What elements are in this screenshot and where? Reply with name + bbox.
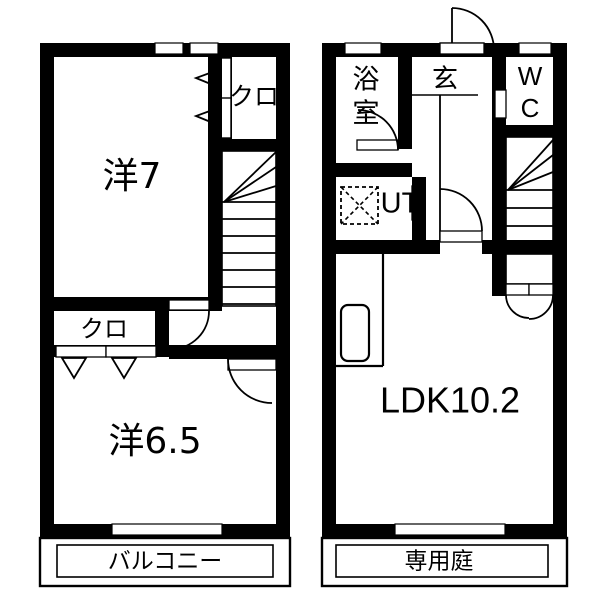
closet-upper-interior xyxy=(232,57,276,139)
upper-floor-plan: クロ 洋7 クロ xyxy=(38,42,292,588)
room-label-yo7: 洋7 xyxy=(103,156,162,197)
window-upper-top-left xyxy=(154,42,184,55)
genkan-label: 玄 xyxy=(432,65,458,95)
wc-label-line1: W xyxy=(518,61,543,91)
washing-machine-x1 xyxy=(340,186,379,225)
closet-lower-door-leaf-left[interactable] xyxy=(55,345,107,358)
stair-lower-winder-1 xyxy=(507,139,554,191)
stair-upper-top-edge xyxy=(222,149,276,151)
storage-door-leaf-left[interactable] xyxy=(505,283,530,296)
door-bath-leaf[interactable] xyxy=(356,139,399,151)
garden-outline xyxy=(320,536,569,588)
stair-upper-winder-1 xyxy=(223,151,277,203)
wc-interior xyxy=(506,57,553,125)
balcony-outline xyxy=(38,536,292,588)
door-ldk-hall-arc xyxy=(439,188,483,232)
wall-ut-right xyxy=(412,177,426,240)
window-wc-top xyxy=(518,42,552,55)
closet-lower-interior xyxy=(56,311,155,345)
stair-lower-winder-3 xyxy=(507,171,554,191)
storage-door-arc-right xyxy=(528,294,554,320)
door-upper-hall-arc xyxy=(170,310,210,350)
room-label-yo65: 洋6.5 xyxy=(108,421,201,462)
closet-lower-label: クロ xyxy=(80,315,128,343)
wall-ut-bottom xyxy=(336,240,440,254)
stair-upper-winder-2 xyxy=(223,166,277,203)
closet-upper-label: クロ xyxy=(229,82,279,111)
stair-lower-winder-2 xyxy=(507,154,554,191)
wall-storage-left xyxy=(492,254,506,296)
door-ldk-hall-leaf[interactable] xyxy=(439,230,483,243)
ldk-interior xyxy=(336,254,553,524)
door-bath-arc xyxy=(357,109,399,151)
door-upper-hall-leaf[interactable] xyxy=(168,299,210,311)
balcony-label: バルコニー xyxy=(108,549,223,575)
door-wc-leaf[interactable] xyxy=(494,89,507,119)
washing-machine-x2 xyxy=(340,186,379,225)
closet-lower-fold-arrow-left xyxy=(60,357,88,380)
wc-label-line2: C xyxy=(521,93,540,123)
wall-upper-closet-left xyxy=(208,57,222,152)
lower-floor-plan: 浴 室 玄 W C xyxy=(320,7,569,588)
understair-storage xyxy=(505,253,554,285)
stair-upper-winder-3 xyxy=(223,185,277,203)
window-upper-top-right xyxy=(189,42,219,55)
door-yo65-leaf[interactable] xyxy=(227,358,277,371)
kitchen-sink xyxy=(339,303,371,363)
window-yo65-bottom xyxy=(111,523,223,536)
wall-upper-stair-left xyxy=(208,152,222,312)
window-bath-top xyxy=(344,42,382,55)
wall-bath-right xyxy=(398,57,412,149)
storage-door-arc-left xyxy=(505,294,530,319)
bath-label-line1: 浴 xyxy=(353,65,380,96)
garden-inner-outline xyxy=(335,544,549,578)
wall-upper-closet-lower-right xyxy=(155,297,169,357)
window-ldk-bottom xyxy=(394,523,506,536)
wall-ut-top xyxy=(336,163,412,177)
garden-label: 専用庭 xyxy=(405,549,474,575)
closet-lower-fold-arrow-right xyxy=(110,357,138,380)
balcony-inner-outline xyxy=(56,544,274,578)
room-label-ldk: LDK10.2 xyxy=(380,380,520,421)
wall-wc-bottom xyxy=(492,125,553,137)
entrance-door-arc xyxy=(451,7,495,51)
wall-upper-hall-bottom xyxy=(169,345,276,359)
staircase-upper-outline xyxy=(221,150,277,307)
door-yo65-arc xyxy=(227,358,273,404)
entrance-door-leaf[interactable] xyxy=(439,42,485,55)
closet-lower-door-leaf-right[interactable] xyxy=(105,345,157,358)
storage-door-leaf-right[interactable] xyxy=(528,283,554,296)
wall-stair-lower-left xyxy=(492,137,506,242)
wall-hall-bottom-right xyxy=(482,240,553,254)
